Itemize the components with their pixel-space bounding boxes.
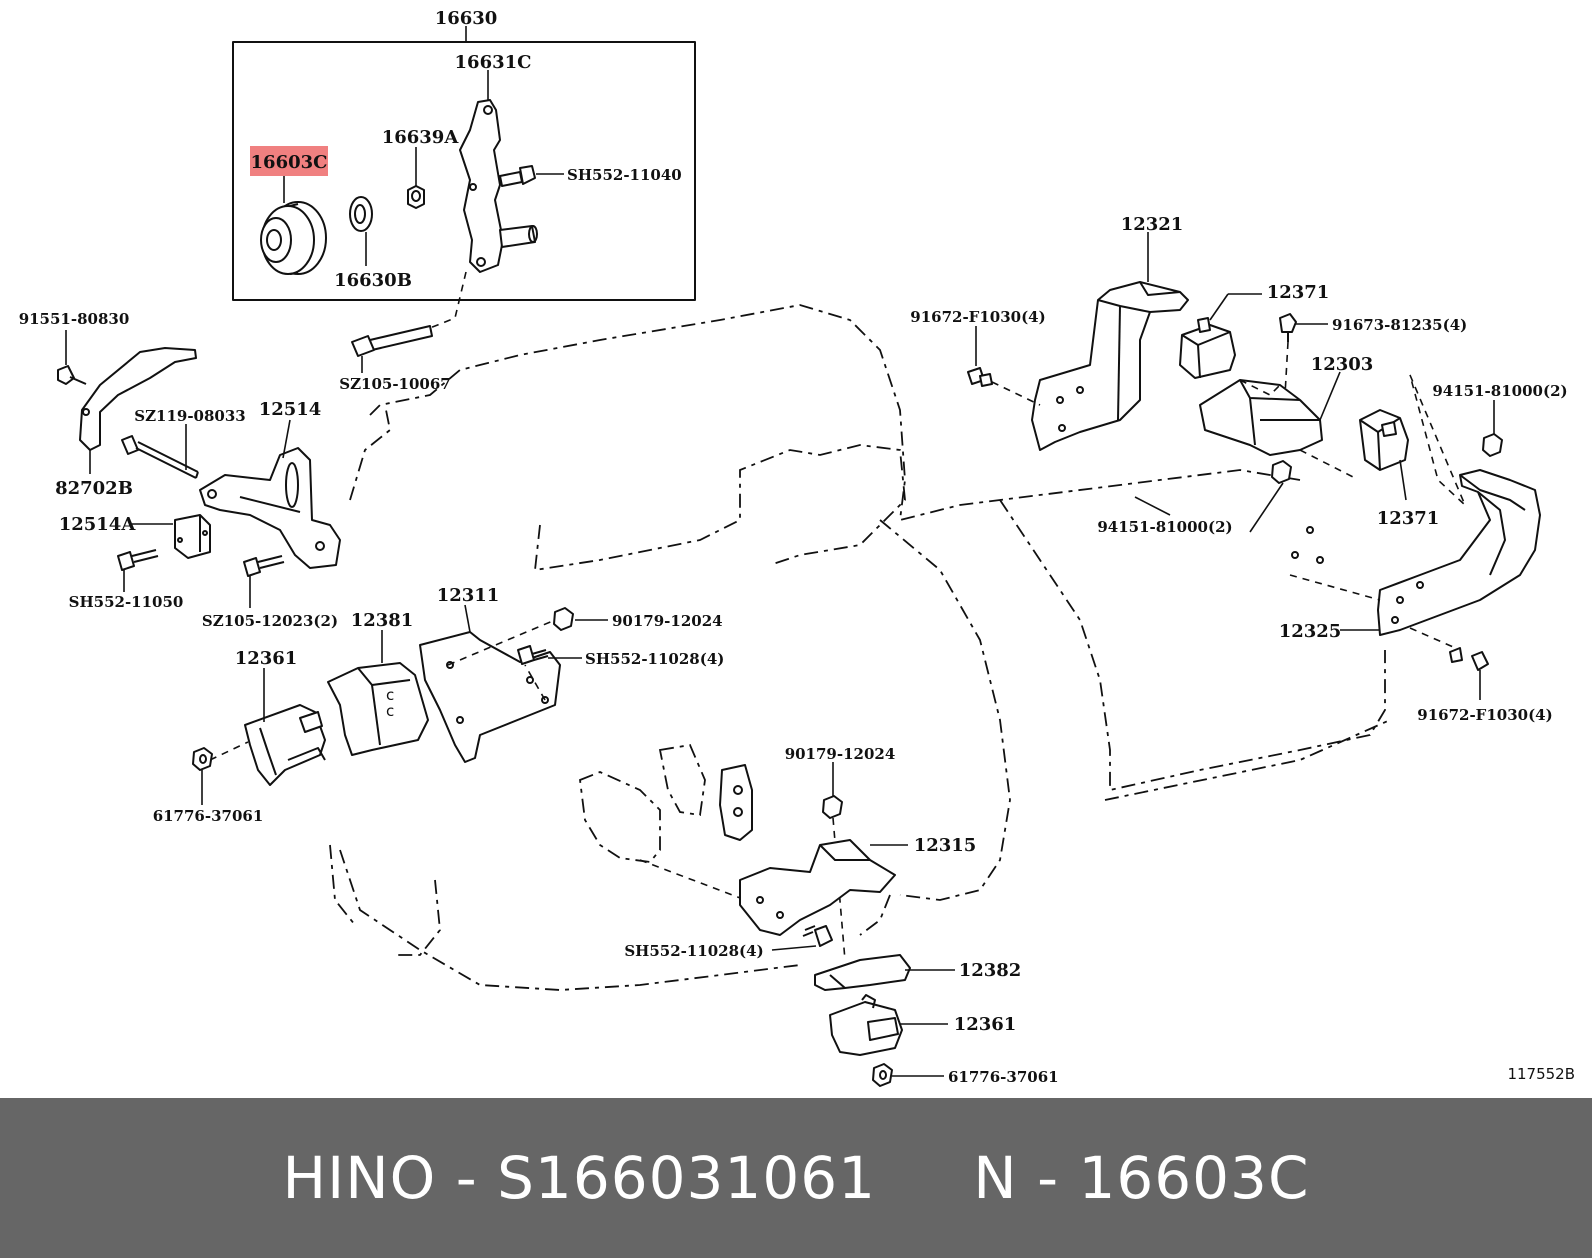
part-SH552-11050-bolt: SH552-11050 [69,549,184,611]
label-12303: 12303 [1311,354,1374,375]
part-12371-mount-b: 12371 [1359,374,1466,529]
label-SH552-11050: SH552-11050 [69,593,184,611]
label-12371-a: 12371 [1267,282,1330,303]
part-SZ119-08033-bolt: SZ119-08033 [121,407,246,479]
part-12381-cushion: c c 12381 [327,610,429,756]
part-12514A-block: 12514A [59,514,211,559]
part-61776-37061-nut-b: 61776-37061 [872,1063,1059,1087]
part-12371-mount-a: 12371 [1179,282,1330,379]
highlight-16603C [250,146,328,176]
part-61776-37061-nut-a: 61776-37061 [153,747,264,825]
parts-diagram: 16630 16631C 16603C [19,8,1575,1087]
label-16630B: 16630B [334,270,412,291]
label-SH552-11028-a: SH552-11028(4) [585,650,724,668]
label-12514A: 12514A [59,514,137,535]
label-12371-b: 12371 [1377,508,1440,529]
part-SZ105-10067-bolt: SZ105-10067 [339,271,467,393]
part-91672-F1030-bolt-b: 91672-F1030(4) [1417,647,1553,724]
label-90179-12024-a: 90179-12024 [612,612,723,630]
label-94151-81000-b: 94151-81000(2) [1097,518,1232,536]
label-SZ105-12023: SZ105-12023(2) [202,612,338,630]
part-12303-crossmember: 12303 [1199,354,1374,479]
part-12311-bracket: 12311 [419,585,561,763]
part-12361-mount-a: 12361 [209,648,326,786]
diagram-ref-code: 117552B [1507,1065,1575,1083]
part-91673-81235-bolt: 91673-81235(4) [1279,313,1467,396]
footer-bar: HINO - S166031061 N - 16603C [0,1098,1592,1258]
label-12361-b: 12361 [954,1014,1017,1035]
label-94151-81000-a: 94151-81000(2) [1432,382,1567,400]
svg-text:c: c [386,686,394,704]
footer-text: HINO - S166031061 N - 16603C [0,1098,1592,1258]
part-16603C-pulley: 16603C [250,146,328,275]
footer-n-prefix: N [973,1144,1018,1212]
label-91672-F1030-b: 91672-F1030(4) [1417,706,1552,724]
label-90179-12024-b: 90179-12024 [785,745,896,763]
part-16639A-nut: 16639A [382,127,460,209]
lower-phantom-brackets [579,743,786,916]
label-12361-a: 12361 [235,648,298,669]
label-12381: 12381 [351,610,414,631]
footer-n-code: 16603C [1078,1144,1310,1212]
label-SZ105-10067: SZ105-10067 [339,375,451,393]
tensioner-kit-box: 16630 [232,8,696,301]
label-12321: 12321 [1121,214,1184,235]
label-12311: 12311 [437,585,500,606]
label-16630: 16630 [435,8,498,29]
engine-outline [329,304,1391,991]
svg-text:c: c [386,702,394,720]
label-61776-37061-a: 61776-37061 [153,807,264,825]
part-SH552-11040-bolt: SH552-11040 [499,165,682,187]
label-61776-37061-b: 61776-37061 [948,1068,1059,1086]
label-12382: 12382 [959,960,1022,981]
part-12325-bracket: 12325 [1279,469,1541,651]
part-94151-81000-nut-a: 94151-81000(2) [1432,382,1568,457]
part-12514-bracket: 12514 [199,399,341,569]
part-12361-mount-b: 12361 [829,994,1017,1056]
part-16630B-washer: 16630B [334,196,412,291]
label-16639A: 16639A [382,127,460,148]
part-90179-12024-nut-b: 90179-12024 [785,745,896,961]
footer-separator-2: - [1037,1144,1059,1212]
part-12382-cushion: 12382 [814,954,1022,991]
footer-brand: HINO [282,1144,437,1212]
part-12321-bracket: 12321 [1031,214,1189,451]
label-SH552-11040: SH552-11040 [567,166,682,184]
part-16631C: 16631C [455,52,538,273]
label-91672-F1030-a: 91672-F1030(4) [910,308,1045,326]
part-SH552-11028-bolt-a: SH552-11028(4) [517,645,724,668]
label-SH552-11028-b: SH552-11028(4) [624,942,763,960]
part-12315-bracket: 12315 [739,835,977,936]
part-91672-F1030-bolt-a: 91672-F1030(4) [910,308,1046,406]
label-16631C: 16631C [455,52,532,73]
label-82702B: 82702B [55,478,133,499]
part-82702B-bracket: 91551-80830 82702B [19,310,197,499]
footer-separator-1: - [455,1144,478,1212]
label-12325: 12325 [1279,621,1342,642]
part-90179-12024-nut-a: 90179-12024 [553,607,723,631]
label-SZ119-08033: SZ119-08033 [134,407,246,425]
part-SZ105-12023-bolt: SZ105-12023(2) [202,555,338,630]
part-94151-81000-nut-b: 94151-81000(2) [1097,460,1292,536]
label-12315: 12315 [914,835,977,856]
label-16603C: 16603C [251,152,328,173]
label-91551-80830: 91551-80830 [19,310,130,328]
part-SH552-11028-bolt-b: SH552-11028(4) [624,925,833,960]
label-91673-81235: 91673-81235(4) [1332,316,1467,334]
footer-part-number: S166031061 [497,1144,877,1212]
label-12514: 12514 [259,399,322,420]
